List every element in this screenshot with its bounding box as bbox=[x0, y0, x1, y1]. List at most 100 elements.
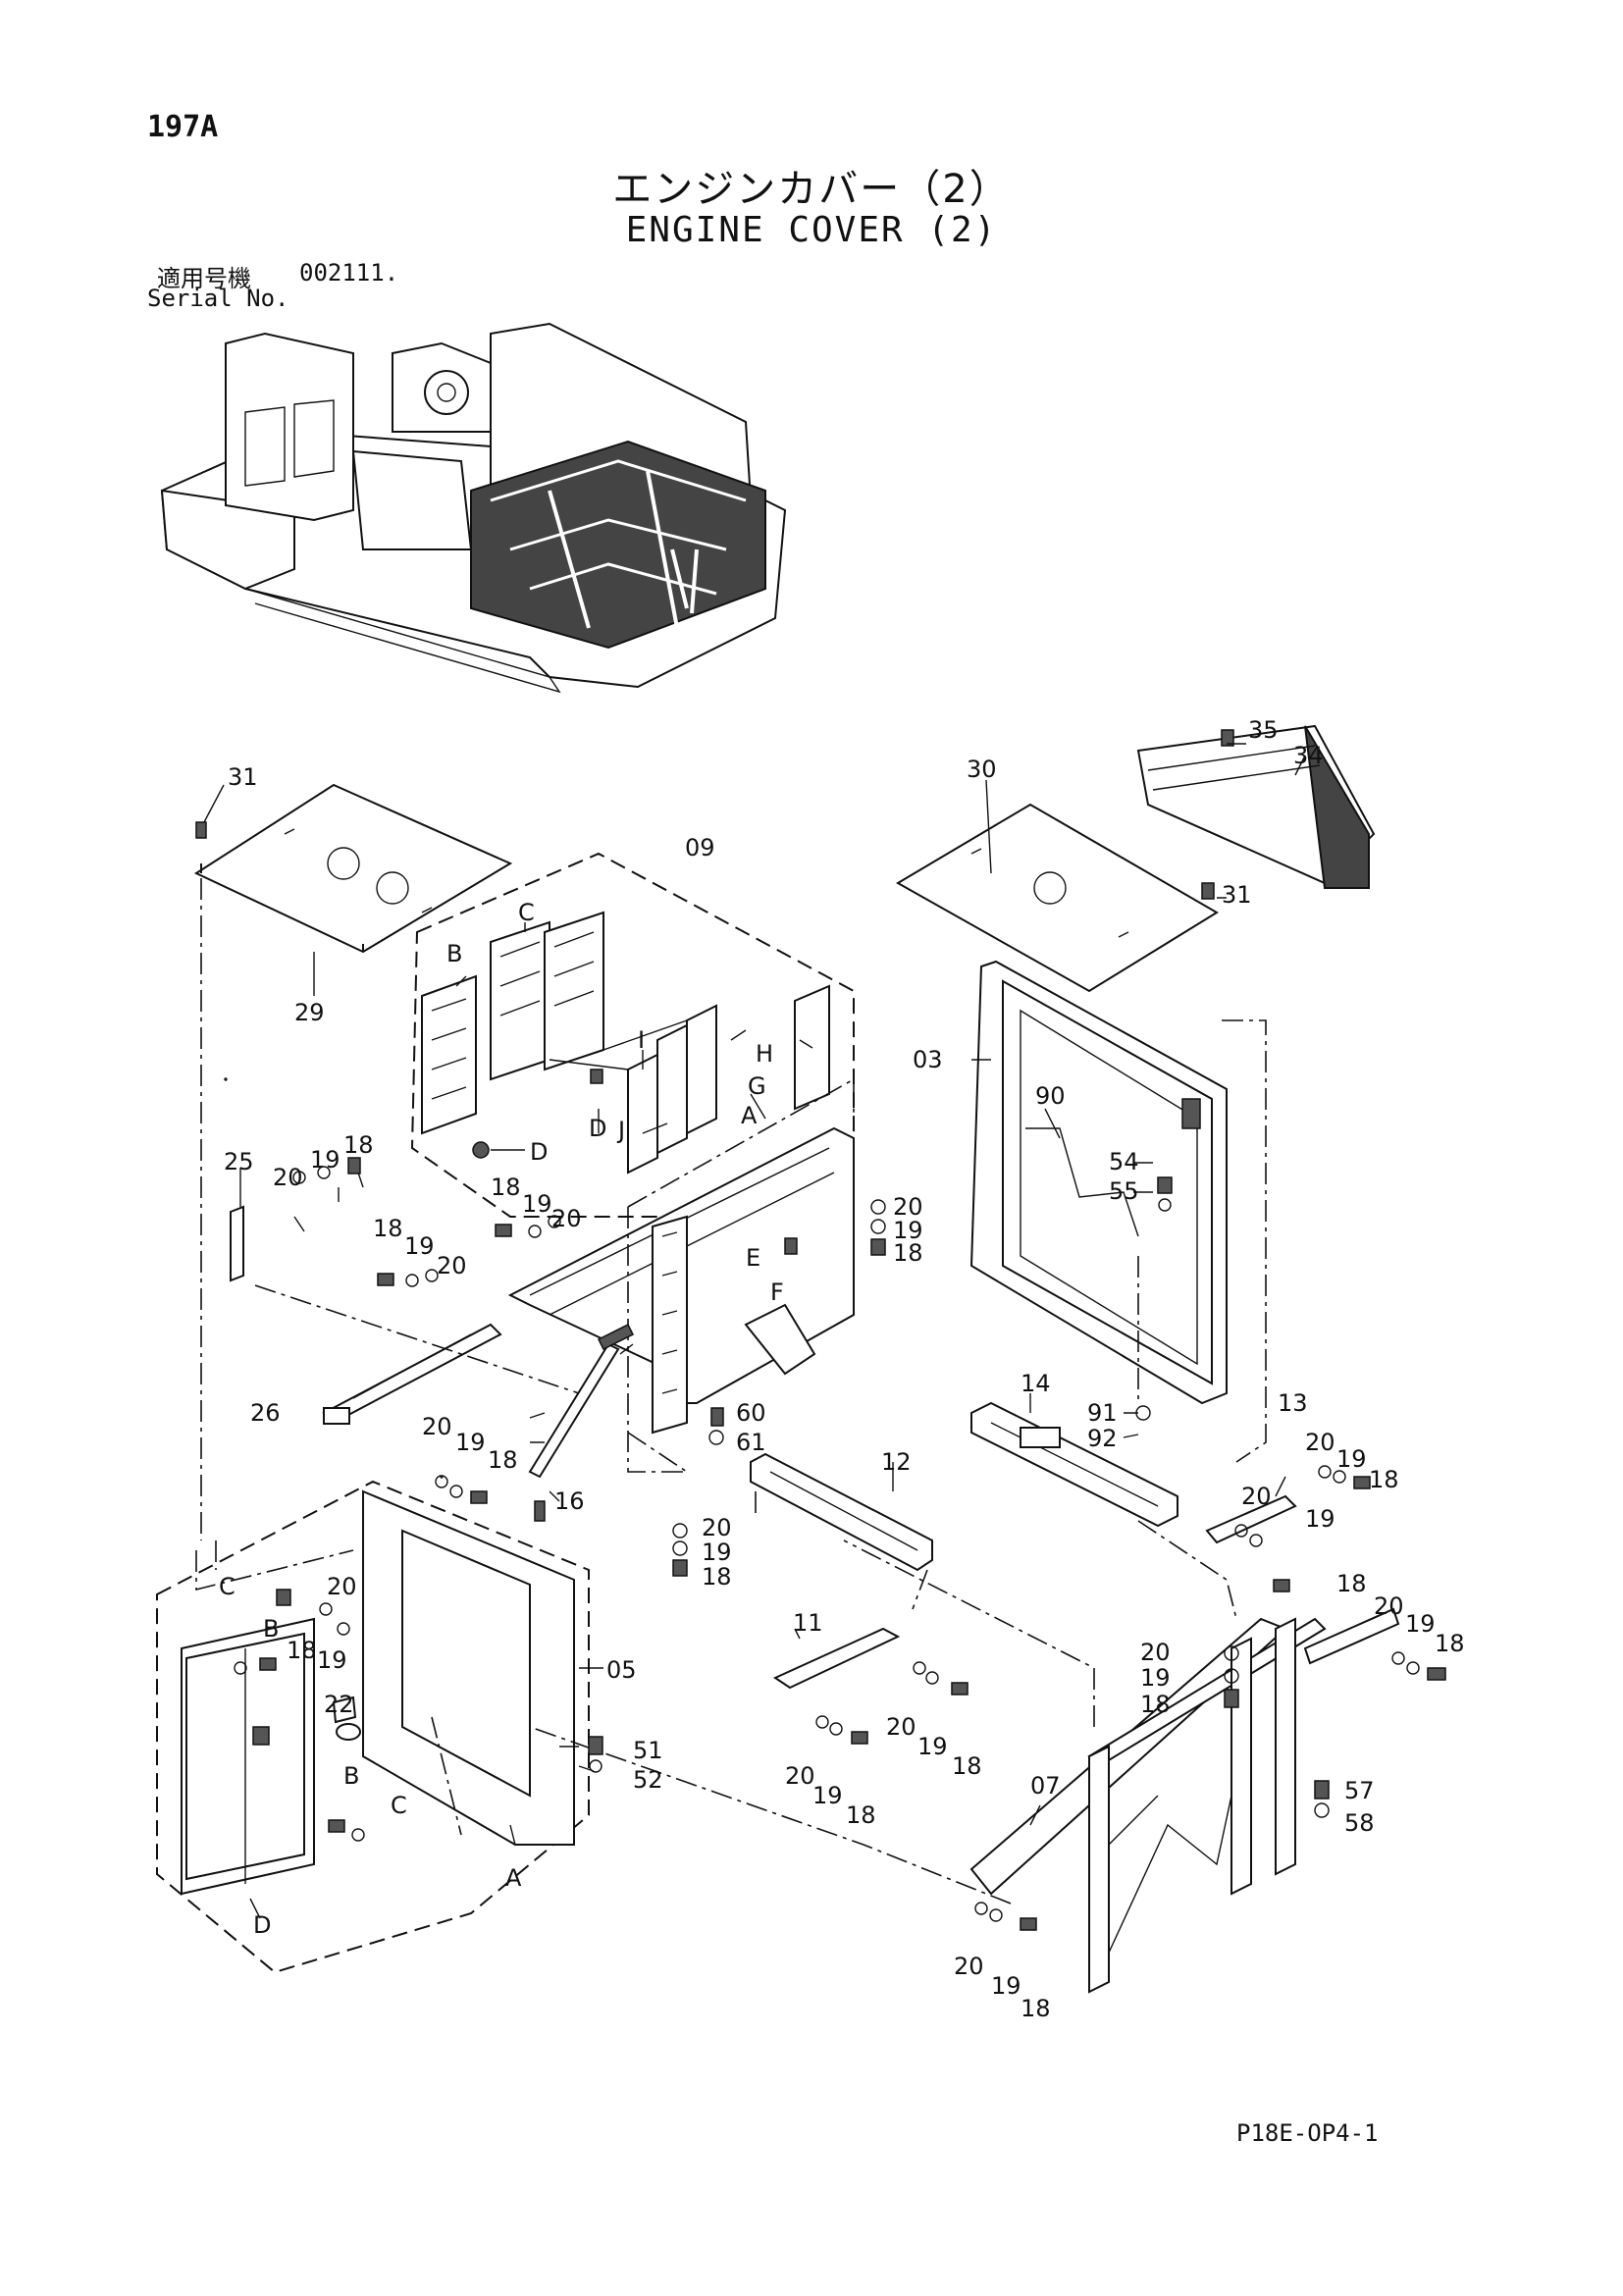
callout: 58 bbox=[1344, 1809, 1375, 1837]
washer-icon bbox=[292, 1171, 306, 1184]
washer-icon bbox=[925, 1671, 939, 1685]
callout: 19 bbox=[1140, 1664, 1171, 1692]
washer-icon bbox=[1158, 1198, 1172, 1212]
washer-icon bbox=[672, 1523, 688, 1539]
spring-icon bbox=[597, 1323, 635, 1351]
serial-value: 002111. bbox=[299, 259, 399, 287]
bolt-icon bbox=[328, 1819, 345, 1833]
bolt-icon bbox=[495, 1224, 512, 1237]
callout: 30 bbox=[967, 756, 997, 783]
callout: 09 bbox=[685, 834, 715, 861]
washer-icon bbox=[589, 1759, 602, 1773]
washer-icon bbox=[1314, 1802, 1330, 1818]
callout: 19 bbox=[1305, 1505, 1335, 1533]
callout: 19 bbox=[310, 1146, 340, 1174]
washer-icon bbox=[1249, 1534, 1263, 1547]
bolt-icon bbox=[588, 1736, 603, 1755]
washer-icon bbox=[870, 1219, 886, 1234]
callout: 07 bbox=[1030, 1772, 1061, 1800]
washer-icon bbox=[1391, 1651, 1405, 1665]
part-29-top-plate bbox=[193, 783, 513, 954]
callout: 20 bbox=[437, 1252, 467, 1279]
callout: 35 bbox=[1248, 716, 1279, 744]
part-25-26-16-hinge-and-strut bbox=[230, 1205, 688, 1522]
bolt-icon bbox=[195, 821, 207, 839]
callout: 20 bbox=[1374, 1592, 1404, 1620]
callout: J bbox=[616, 1117, 625, 1144]
callout: 18 bbox=[893, 1239, 923, 1267]
washer-icon bbox=[548, 1215, 561, 1228]
bolt-icon bbox=[672, 1559, 688, 1577]
washer-icon bbox=[405, 1274, 419, 1287]
callout: 51 bbox=[633, 1737, 663, 1764]
callout: 18 bbox=[952, 1752, 982, 1780]
callout: B bbox=[446, 940, 462, 967]
bolt-icon bbox=[1020, 1917, 1037, 1931]
bolt-icon bbox=[1201, 882, 1215, 900]
washer-icon bbox=[425, 1269, 439, 1282]
part-rails-11-12-13-14 bbox=[750, 1401, 1297, 1690]
callout: H bbox=[756, 1040, 773, 1068]
callout: 03 bbox=[913, 1046, 943, 1073]
screen-edge-icon bbox=[1304, 725, 1370, 889]
callout: 11 bbox=[793, 1609, 823, 1637]
callout: 12 bbox=[881, 1448, 912, 1476]
callout: 18 bbox=[373, 1215, 403, 1242]
callout: 20 bbox=[327, 1573, 357, 1600]
callout: 16 bbox=[554, 1487, 585, 1515]
washer-icon bbox=[317, 1166, 331, 1179]
washer-icon bbox=[989, 1908, 1003, 1922]
callout: 18 bbox=[488, 1446, 518, 1474]
callout: 18 bbox=[287, 1637, 317, 1664]
bolt-icon bbox=[347, 1157, 361, 1174]
callout: 20 bbox=[1140, 1639, 1171, 1666]
callout: 61 bbox=[736, 1429, 766, 1456]
bolt-icon bbox=[590, 1069, 603, 1084]
part-30-34-top-plate-and-screen bbox=[896, 724, 1376, 993]
callout: F bbox=[770, 1278, 784, 1306]
latch-icon bbox=[1181, 1098, 1201, 1129]
washer-icon bbox=[829, 1722, 843, 1736]
page-code: 197A bbox=[147, 110, 219, 144]
callout: 19 bbox=[812, 1782, 843, 1809]
callout: C bbox=[219, 1573, 236, 1600]
washer-icon bbox=[672, 1540, 688, 1556]
callout: 52 bbox=[633, 1766, 663, 1794]
callout: 92 bbox=[1087, 1425, 1118, 1452]
callout: 18 bbox=[1435, 1630, 1465, 1657]
bolt-icon bbox=[1353, 1476, 1371, 1489]
washer-icon bbox=[1224, 1668, 1239, 1684]
part-05-door-assembly bbox=[156, 1480, 590, 1974]
bolt-icon bbox=[870, 1238, 886, 1256]
callout: 19 bbox=[1405, 1610, 1436, 1638]
washer-icon bbox=[708, 1430, 724, 1445]
fasteners bbox=[200, 878, 1446, 1931]
bolt-icon bbox=[951, 1682, 969, 1696]
bolt-icon bbox=[276, 1589, 291, 1606]
callout: E bbox=[746, 1244, 760, 1272]
callout: 18 bbox=[1369, 1466, 1399, 1493]
callout: 20 bbox=[702, 1514, 732, 1541]
callout: 20 bbox=[954, 1953, 984, 1980]
callout: D bbox=[253, 1911, 271, 1939]
bolt-icon bbox=[851, 1731, 868, 1745]
callout: 19 bbox=[317, 1646, 347, 1674]
bolt-icon bbox=[259, 1657, 277, 1671]
callout: 54 bbox=[1109, 1148, 1139, 1175]
callout: 60 bbox=[736, 1399, 766, 1427]
callout: 31 bbox=[228, 763, 258, 791]
callout: 90 bbox=[1035, 1082, 1066, 1110]
callout: B bbox=[343, 1762, 359, 1790]
callout: 91 bbox=[1087, 1399, 1118, 1427]
washer-icon bbox=[337, 1622, 350, 1636]
bolt-icon bbox=[1224, 1689, 1239, 1708]
callout: D bbox=[530, 1138, 548, 1166]
callout: 18 bbox=[343, 1131, 374, 1159]
knob-icon bbox=[472, 1141, 490, 1159]
callout: 31 bbox=[1222, 881, 1252, 909]
washer-icon bbox=[1234, 1524, 1248, 1538]
washer-icon bbox=[870, 1199, 886, 1215]
callout: 18 bbox=[1140, 1691, 1171, 1718]
bolt-icon bbox=[710, 1407, 724, 1427]
